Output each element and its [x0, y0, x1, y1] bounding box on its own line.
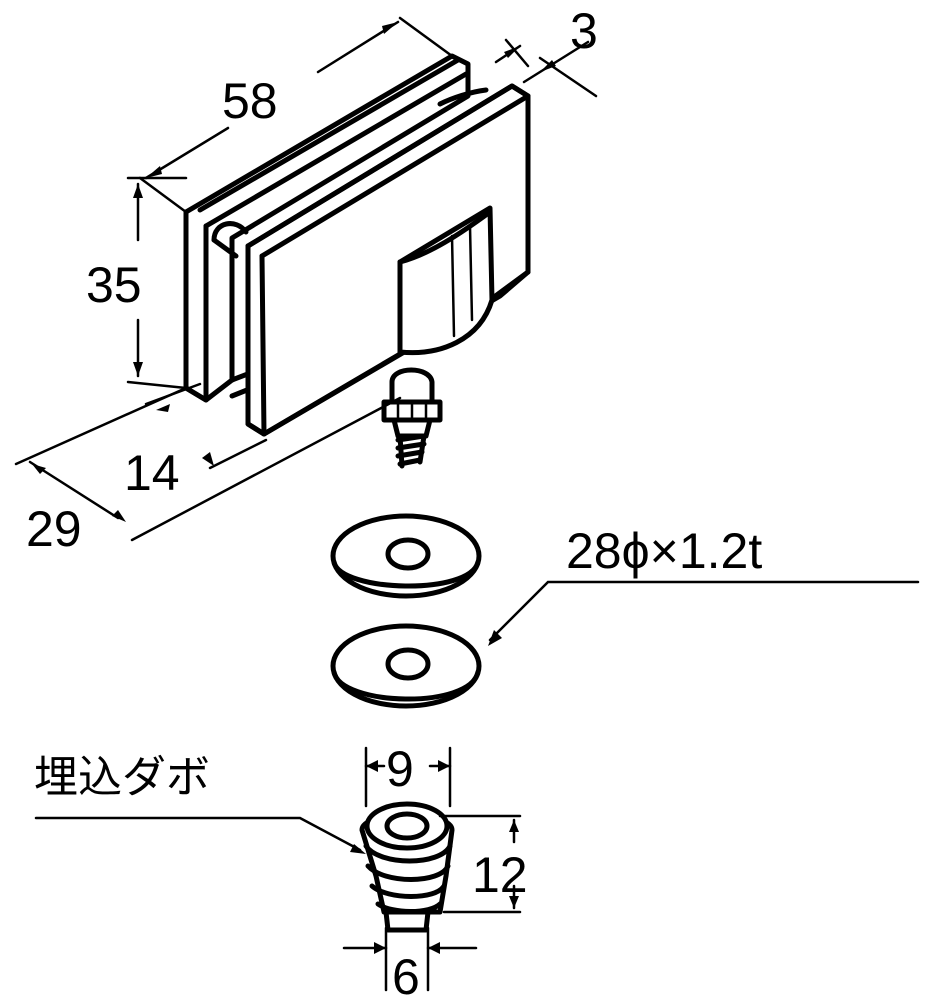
dim-58: 58: [222, 73, 278, 129]
dowel-dimension-lines: [342, 746, 522, 992]
dowel-label: 埋込ダボ: [34, 752, 210, 803]
back-plate: [183, 53, 471, 403]
dowel-leader: [34, 816, 366, 854]
washer-leader: [488, 580, 920, 646]
dimension-lines: [14, 16, 598, 542]
dim-14: 14: [124, 445, 180, 501]
embedded-dowel: [359, 801, 455, 933]
front-plate: [245, 83, 531, 437]
pin-screw: [381, 367, 443, 469]
dim-6: 6: [392, 949, 420, 1000]
dim-3: 3: [570, 3, 598, 59]
dim-35: 35: [86, 257, 142, 313]
dim-12: 12: [472, 847, 528, 903]
washer-spec-label: 28ϕ×1.2t: [566, 523, 762, 579]
dim-29: 29: [26, 501, 82, 557]
dim-9: 9: [386, 741, 414, 797]
washer-lower: [330, 623, 482, 709]
washer-upper: [330, 513, 482, 599]
